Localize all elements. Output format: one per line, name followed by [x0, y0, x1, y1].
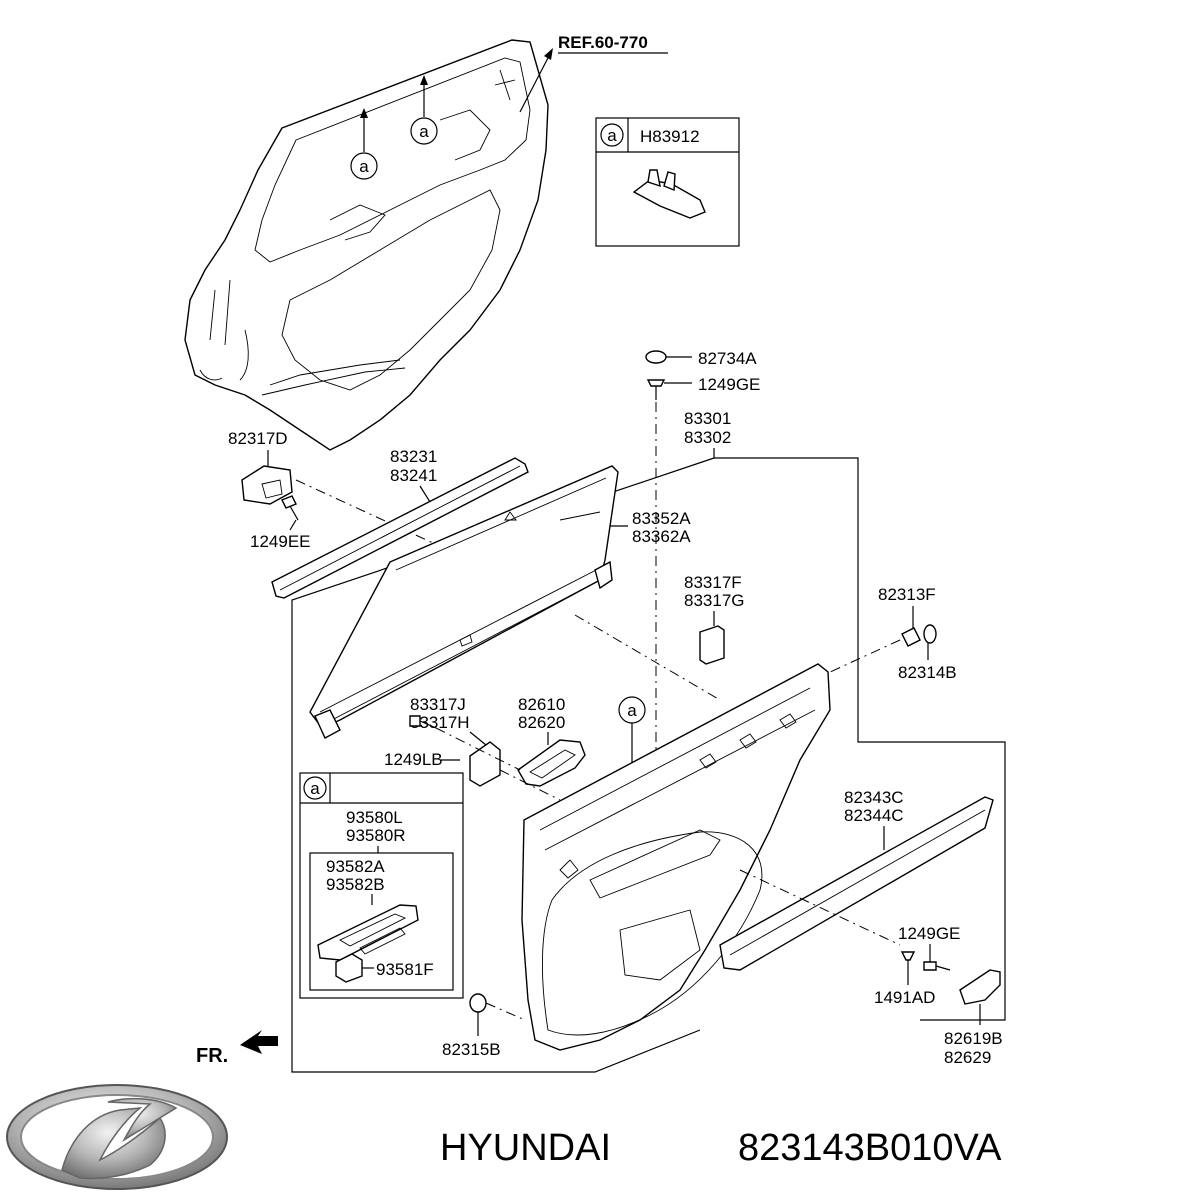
part-label-93580l: 93580L [346, 808, 403, 827]
callout-a-2: a [410, 117, 438, 145]
cap-83317j-drawing [469, 741, 501, 787]
part-label-93582a: 93582A [326, 857, 385, 876]
part-label-83317f: 83317F [684, 573, 742, 592]
clip-1491ad-drawing [900, 951, 916, 961]
part-label-82344c: 82344C [844, 806, 904, 825]
part-label-82315b: 82315B [442, 1040, 501, 1059]
screw-1249ge-top-drawing [646, 379, 666, 387]
part-label-83317g: 83317G [684, 591, 745, 610]
part-label-1491ad: 1491AD [874, 988, 935, 1007]
part-label-83317h: 83317H [410, 713, 470, 732]
part-label-83352a: 83352A [632, 509, 691, 528]
grommet-82314b-drawing [923, 624, 937, 644]
detail-box-93580: a 93580L 93580R 93582A 93582B 93581F [299, 772, 464, 999]
trim-panel-83352a-drawing [309, 465, 619, 739]
door-frame-drawing [184, 39, 553, 451]
part-label-93581f: 93581F [376, 960, 434, 979]
callout-letter: a [627, 701, 637, 720]
part-label-93580r: 93580R [346, 826, 406, 845]
front-direction-arrow-icon [240, 1030, 278, 1054]
part-label-82313f: 82313F [878, 585, 936, 604]
caption-part-number: 823143B010VA [738, 1127, 1002, 1169]
clip-82313f-drawing [901, 627, 921, 647]
part-label-82620: 82620 [518, 713, 565, 732]
cover-82619b-drawing [959, 969, 1001, 1005]
part-label-83302: 83302 [684, 428, 731, 447]
switch-bezel-93582a-drawing [317, 904, 419, 961]
handle-82610-drawing [517, 739, 586, 787]
part-label-83317j: 83317J [410, 695, 466, 714]
screw-1249ge-bottom-drawing [923, 961, 937, 971]
callout-letter: a [310, 779, 320, 798]
cap-83317f-drawing [699, 625, 725, 665]
part-label-1249lb: 1249LB [384, 750, 443, 769]
part-label-1249ee: 1249EE [250, 532, 311, 551]
part-label-82629: 82629 [944, 1048, 991, 1067]
door-trim-83301-drawing [521, 663, 831, 1051]
hyundai-logo-icon [6, 1084, 228, 1190]
part-label-82314b: 82314B [898, 663, 957, 682]
part-label-82610: 82610 [518, 695, 565, 714]
part-label-83301: 83301 [684, 409, 731, 428]
callout-letter: a [419, 122, 429, 141]
ref-label: REF.60-770 [558, 33, 648, 52]
part-label-82619b: 82619B [944, 1029, 1003, 1048]
part-label-h83912: H83912 [640, 127, 700, 146]
detail-box-h83912: a H83912 [595, 117, 740, 247]
front-label: FR. [196, 1045, 228, 1067]
callout-a-1: a [350, 152, 378, 180]
part-label-1249ge-top: 1249GE [698, 375, 760, 394]
caption-brand: HYUNDAI [440, 1127, 611, 1169]
part-label-82317d: 82317D [228, 429, 288, 448]
part-label-1249ge-bottom: 1249GE [898, 924, 960, 943]
part-label-82734a: 82734A [698, 349, 757, 368]
callout-letter: a [359, 157, 369, 176]
clip-82734a-drawing [645, 350, 667, 364]
part-label-83241: 83241 [390, 466, 437, 485]
part-label-82343c: 82343C [844, 788, 904, 807]
callout-a-3: a [618, 696, 646, 724]
callout-letter: a [607, 126, 617, 145]
part-label-93582b: 93582B [326, 875, 385, 894]
clip-82315b-drawing [469, 993, 487, 1013]
part-label-83231: 83231 [390, 447, 437, 466]
switch-93581f-drawing [335, 953, 363, 983]
part-label-83362a: 83362A [632, 527, 691, 546]
